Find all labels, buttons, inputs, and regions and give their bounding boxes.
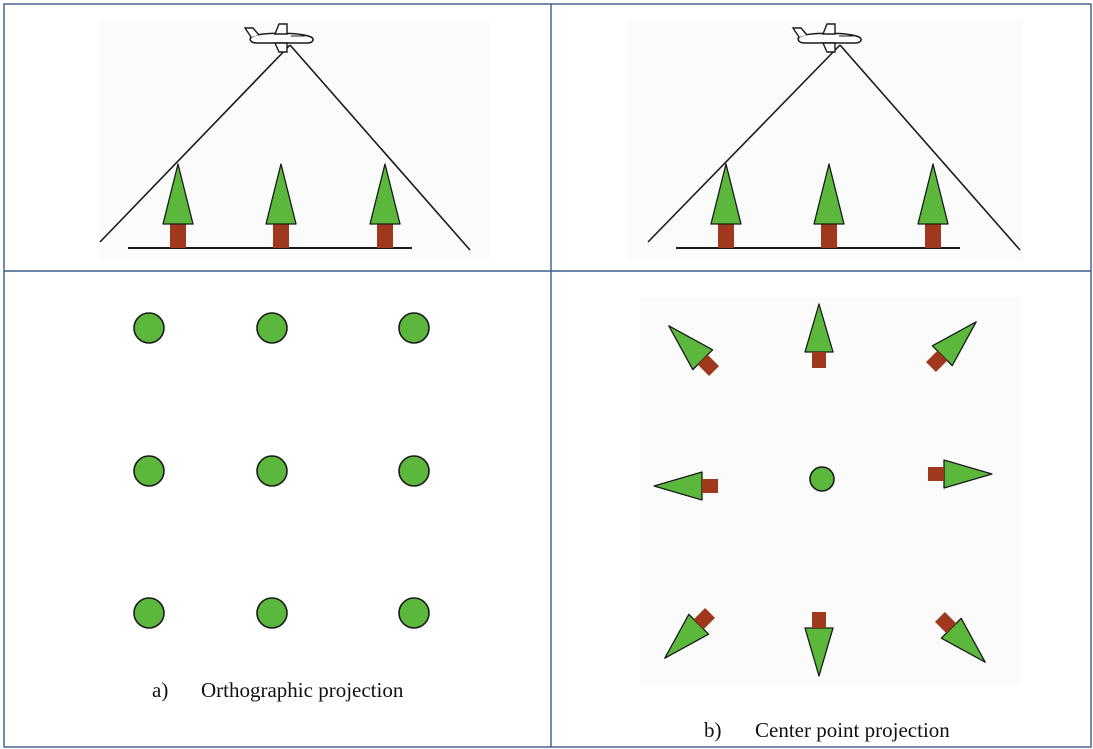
tree-crown-icon (398, 312, 430, 344)
tree-crown-icon (256, 455, 288, 487)
tree-crown-icon (256, 312, 288, 344)
tree-crown-icon (398, 455, 430, 487)
caption-a-marker: a) (152, 678, 168, 702)
side-view-center-point (628, 20, 1023, 260)
figure-table-grid (3, 3, 1092, 748)
field-of-view-lines (99, 44, 471, 251)
top-view-orthographic (133, 312, 430, 629)
tree-crown-icon (133, 455, 165, 487)
field-of-view-lines (647, 44, 1021, 251)
caption-b-marker: b) (704, 718, 722, 742)
tree-crown-icon (133, 597, 165, 629)
tree-crown-icon (256, 597, 288, 629)
side-view-orthographic (99, 20, 490, 260)
tree-crown-icon (133, 312, 165, 344)
top-view-center-point (640, 297, 1020, 685)
caption-a-text: Orthographic projection (201, 678, 404, 702)
tree-crown-icon (398, 597, 430, 629)
caption-b-text: Center point projection (755, 718, 950, 742)
tree-crown-icon (809, 466, 835, 492)
